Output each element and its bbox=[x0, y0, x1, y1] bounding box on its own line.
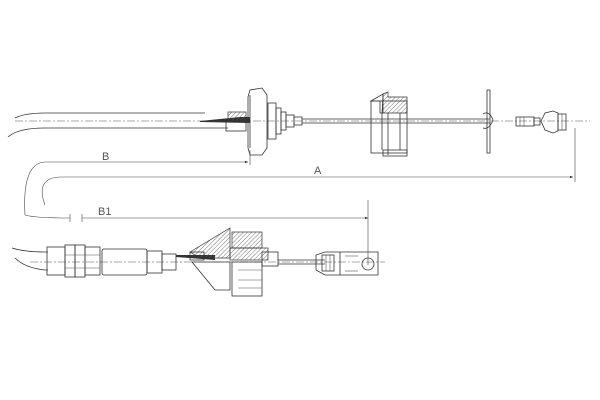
dimension-label-a: A bbox=[314, 165, 322, 177]
upper-cable-sheath bbox=[7, 112, 590, 138]
adjuster-housing bbox=[369, 91, 408, 157]
dimension-label-b: B bbox=[102, 151, 110, 163]
dimension-b bbox=[24, 150, 251, 216]
upper-ferrule bbox=[200, 111, 250, 132]
lower-bulkhead bbox=[189, 227, 279, 297]
dimension-b1 bbox=[24, 200, 369, 265]
upper-end-fitting bbox=[515, 110, 567, 134]
dimension-a bbox=[41, 128, 576, 206]
lower-clevis-end bbox=[315, 251, 379, 276]
dimension-label-b1: B1 bbox=[98, 206, 112, 218]
lower-hex-nuts bbox=[46, 244, 101, 278]
upper-bulkhead bbox=[247, 87, 303, 156]
end-plate bbox=[482, 89, 494, 154]
